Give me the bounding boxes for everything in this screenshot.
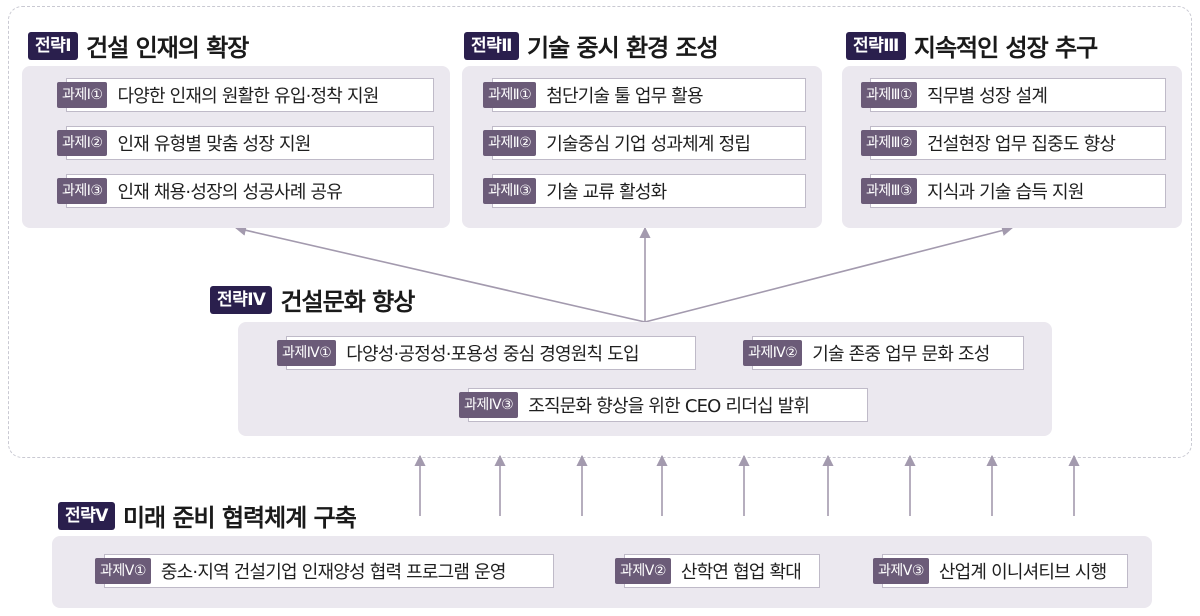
strategy-3-title: 지속적인 성장 추구	[913, 34, 1098, 62]
strategy-5-badge: 전략Ⅴ	[58, 501, 115, 530]
task-5-3-label: 산업계 이니셔티브 시행	[938, 562, 1107, 583]
task-2-2-tag: 과제Ⅱ②	[483, 130, 537, 156]
task-2-1-label: 첨단기술 툴 업무 활용	[546, 86, 703, 107]
task-4-3-label: 조직문화 향상을 위한 CEO 리더십 발휘	[528, 396, 810, 417]
strategy-2-title: 기술 중시 환경 조성	[526, 34, 719, 62]
task-1-2-tag: 과제Ⅰ②	[57, 130, 108, 156]
task-3-3-label: 지식과 기술 습득 지원	[926, 182, 1084, 203]
task-5-1-label: 중소·지역 건설기업 인재양성 협력 프로그램 운영	[160, 562, 507, 583]
task-1-3-label: 인재 채용·성장의 성공사례 공유	[117, 182, 343, 203]
task-5-2-tag: 과제Ⅴ②	[615, 558, 671, 584]
task-1-1-tag: 과제Ⅰ①	[57, 82, 108, 108]
task-2-2-label: 기술중심 기업 성과체계 정립	[546, 134, 751, 155]
strategy-4-title: 건설문화 향상	[280, 288, 415, 316]
task-5-1: 과제Ⅴ① 중소·지역 건설기업 인재양성 협력 프로그램 운영	[95, 554, 554, 588]
strategy-2-header: 전략Ⅱ 기술 중시 환경 조성	[464, 28, 719, 63]
task-5-1-tag: 과제Ⅴ①	[95, 558, 151, 584]
task-5-3-tag: 과제Ⅴ③	[873, 558, 929, 584]
task-3-1-tag: 과제Ⅲ①	[861, 82, 917, 108]
task-5-2-label: 산학연 협업 확대	[680, 562, 802, 583]
task-5-3: 과제Ⅴ③ 산업계 이니셔티브 시행	[873, 554, 1128, 588]
task-4-1-tag: 과제Ⅳ①	[277, 340, 337, 366]
strategy-4-badge: 전략Ⅳ	[210, 285, 273, 314]
task-4-2-label: 기술 존중 업무 문화 조성	[812, 344, 990, 365]
task-3-3-tag: 과제Ⅲ③	[861, 178, 917, 204]
task-3-2-label: 건설현장 업무 집중도 향상	[926, 134, 1116, 155]
task-3-3: 과제Ⅲ③ 지식과 기술 습득 지원	[861, 174, 1166, 208]
task-2-2: 과제Ⅱ② 기술중심 기업 성과체계 정립	[483, 126, 806, 160]
task-2-1-tag: 과제Ⅱ①	[483, 82, 537, 108]
task-1-2-label: 인재 유형별 맞춤 성장 지원	[117, 134, 311, 155]
task-4-2-tag: 과제Ⅳ②	[743, 340, 803, 366]
task-2-3-label: 기술 교류 활성화	[546, 182, 667, 203]
task-4-1-label: 다양성·공정성·포용성 중심 경영원칙 도입	[346, 344, 639, 365]
task-3-2: 과제Ⅲ② 건설현장 업무 집중도 향상	[861, 126, 1166, 160]
strategy-2-badge: 전략Ⅱ	[464, 31, 519, 60]
task-1-1: 과제Ⅰ① 다양한 인재의 원활한 유입·정착 지원	[57, 78, 434, 112]
strategy-4-header: 전략Ⅳ 건설문화 향상	[210, 282, 415, 317]
task-1-1-label: 다양한 인재의 원활한 유입·정착 지원	[117, 86, 379, 107]
task-4-2: 과제Ⅳ② 기술 존중 업무 문화 조성	[743, 336, 1024, 370]
strategy-1-header: 전략Ⅰ 건설 인재의 확장	[28, 28, 249, 63]
task-5-2: 과제Ⅴ② 산학연 협업 확대	[615, 554, 820, 588]
task-4-3-tag: 과제Ⅳ③	[459, 392, 519, 418]
task-1-2: 과제Ⅰ② 인재 유형별 맞춤 성장 지원	[57, 126, 434, 160]
strategy-3-badge: 전략Ⅲ	[846, 31, 906, 60]
strategy-3-header: 전략Ⅲ 지속적인 성장 추구	[846, 28, 1098, 63]
strategy-5-title: 미래 준비 협력체계 구축	[122, 504, 357, 532]
task-3-1: 과제Ⅲ① 직무별 성장 설계	[861, 78, 1166, 112]
task-4-1: 과제Ⅳ① 다양성·공정성·포용성 중심 경영원칙 도입	[277, 336, 696, 370]
strategy-1-title: 건설 인재의 확장	[86, 34, 249, 62]
task-2-1: 과제Ⅱ① 첨단기술 툴 업무 활용	[483, 78, 806, 112]
task-4-3: 과제Ⅳ③ 조직문화 향상을 위한 CEO 리더십 발휘	[459, 388, 868, 422]
task-1-3-tag: 과제Ⅰ③	[57, 178, 108, 204]
task-3-2-tag: 과제Ⅲ②	[861, 130, 917, 156]
strategy-5-header: 전략Ⅴ 미래 준비 협력체계 구축	[58, 498, 357, 533]
strategy-frame	[8, 6, 1192, 458]
task-2-3-tag: 과제Ⅱ③	[483, 178, 537, 204]
task-3-1-label: 직무별 성장 설계	[926, 86, 1048, 107]
task-1-3: 과제Ⅰ③ 인재 채용·성장의 성공사례 공유	[57, 174, 434, 208]
task-2-3: 과제Ⅱ③ 기술 교류 활성화	[483, 174, 806, 208]
strategy-1-badge: 전략Ⅰ	[28, 31, 79, 60]
